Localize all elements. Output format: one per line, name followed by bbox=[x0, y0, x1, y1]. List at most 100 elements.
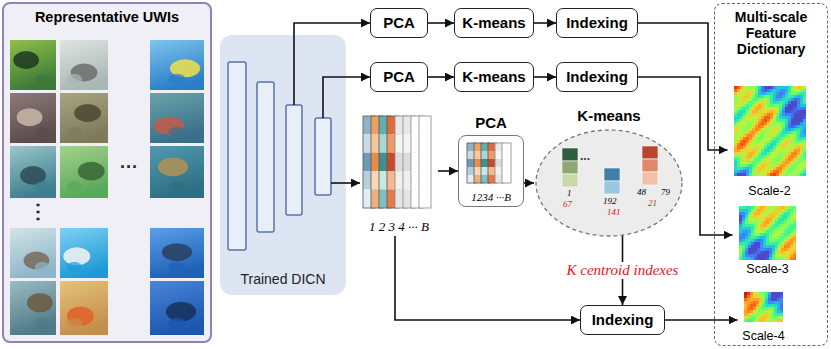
heat-cell bbox=[780, 304, 783, 307]
heat-cell bbox=[787, 245, 790, 248]
heat-cell bbox=[747, 313, 750, 316]
heat-cell bbox=[742, 257, 745, 260]
heat-cell bbox=[757, 236, 760, 239]
heat-cell bbox=[761, 164, 764, 167]
heat-cell bbox=[745, 224, 748, 227]
heat-cell bbox=[766, 233, 769, 236]
heat-cell bbox=[780, 295, 783, 298]
heat-cell bbox=[776, 104, 779, 107]
node-label: Scale-3 bbox=[746, 262, 788, 276]
heat-cell bbox=[787, 254, 790, 257]
heat-cell bbox=[743, 101, 746, 104]
heat-cell bbox=[803, 101, 806, 104]
heat-cell bbox=[800, 152, 803, 155]
photo-subject bbox=[13, 51, 39, 69]
heat-cell bbox=[790, 248, 793, 251]
heat-cell bbox=[751, 242, 754, 245]
heat-cell bbox=[785, 152, 788, 155]
heat-cell bbox=[734, 164, 737, 167]
heat-cell bbox=[793, 236, 796, 239]
heat-cell bbox=[758, 122, 761, 125]
heat-cell bbox=[768, 298, 771, 301]
heat-cell bbox=[766, 245, 769, 248]
heat-cell bbox=[744, 316, 747, 319]
heat-cell bbox=[800, 173, 803, 176]
heat-cell bbox=[779, 134, 782, 137]
heat-cell bbox=[737, 107, 740, 110]
heat-cell bbox=[755, 95, 758, 98]
heat-cell bbox=[767, 158, 770, 161]
heat-cell bbox=[787, 209, 790, 212]
heat-cell bbox=[740, 170, 743, 173]
heat-cell bbox=[754, 236, 757, 239]
heat-cell bbox=[794, 137, 797, 140]
heat-cell bbox=[740, 134, 743, 137]
heat-cell bbox=[791, 92, 794, 95]
heat-cell bbox=[760, 245, 763, 248]
heat-cell bbox=[763, 236, 766, 239]
heat-cell bbox=[737, 149, 740, 152]
heat-cell bbox=[755, 173, 758, 176]
heat-cell bbox=[758, 161, 761, 164]
heat-cell bbox=[782, 92, 785, 95]
heat-cell bbox=[787, 236, 790, 239]
heat-cell bbox=[764, 95, 767, 98]
heat-cell bbox=[770, 167, 773, 170]
heat-cell bbox=[772, 206, 775, 209]
heat-cell bbox=[776, 164, 779, 167]
heat-cell bbox=[803, 170, 806, 173]
heat-cell bbox=[769, 242, 772, 245]
heat-cell bbox=[743, 140, 746, 143]
heat-cell bbox=[758, 95, 761, 98]
heat-cell bbox=[754, 251, 757, 254]
heat-cell bbox=[734, 113, 737, 116]
heat-cell bbox=[769, 215, 772, 218]
heat-cell bbox=[794, 167, 797, 170]
photo-detail bbox=[67, 262, 82, 272]
heat-cell bbox=[793, 224, 796, 227]
heat-cell bbox=[752, 119, 755, 122]
heat-cell bbox=[749, 128, 752, 131]
heat-cell bbox=[775, 233, 778, 236]
heat-cell bbox=[767, 125, 770, 128]
heat-cell bbox=[742, 212, 745, 215]
heat-cell bbox=[757, 257, 760, 260]
heat-cell bbox=[752, 167, 755, 170]
node-label: Trained DICN bbox=[240, 271, 325, 287]
node-label: K-means bbox=[462, 68, 525, 85]
node-label: Multi-scale Feature Dictionary bbox=[721, 9, 821, 57]
heat-cell bbox=[750, 295, 753, 298]
heat-cell bbox=[763, 248, 766, 251]
heat-cell bbox=[787, 257, 790, 260]
heat-cell bbox=[768, 292, 771, 295]
heat-cell bbox=[791, 86, 794, 89]
heat-cell bbox=[758, 155, 761, 158]
heat-cell bbox=[773, 137, 776, 140]
heat-cell bbox=[737, 113, 740, 116]
heat-cell bbox=[767, 119, 770, 122]
photo-detail bbox=[35, 127, 50, 137]
heat-cell bbox=[800, 155, 803, 158]
heat-cell bbox=[780, 307, 783, 310]
heat-cell bbox=[803, 152, 806, 155]
heat-cell bbox=[739, 248, 742, 251]
heat-cell bbox=[760, 224, 763, 227]
heat-cell bbox=[752, 137, 755, 140]
heat-cell bbox=[748, 206, 751, 209]
heat-cell bbox=[757, 218, 760, 221]
heat-cell bbox=[779, 107, 782, 110]
heat-cell bbox=[755, 170, 758, 173]
heat-cell bbox=[766, 224, 769, 227]
heat-cell bbox=[769, 206, 772, 209]
heat-cell bbox=[767, 152, 770, 155]
heat-cell bbox=[767, 149, 770, 152]
heat-cell bbox=[782, 122, 785, 125]
heat-cell bbox=[772, 221, 775, 224]
heat-cell bbox=[797, 149, 800, 152]
heat-cell bbox=[767, 140, 770, 143]
heat-cell bbox=[758, 167, 761, 170]
heat-cell bbox=[772, 212, 775, 215]
heat-cell bbox=[765, 298, 768, 301]
heat-cell bbox=[776, 158, 779, 161]
heat-cell bbox=[803, 113, 806, 116]
